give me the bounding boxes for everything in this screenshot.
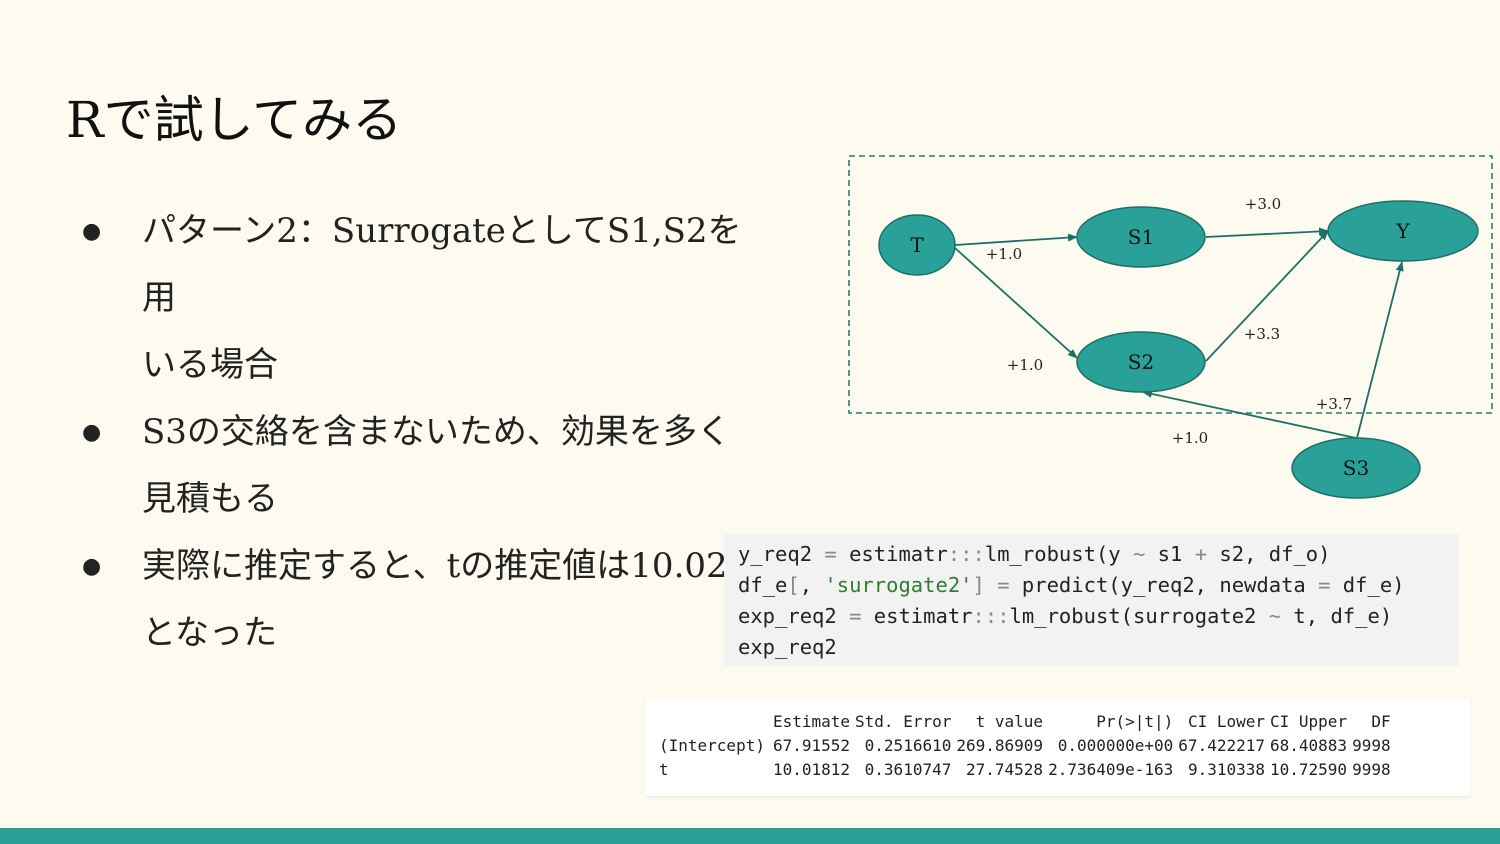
output-cell: 27.74528 bbox=[966, 760, 1044, 779]
node-s1-label: S1 bbox=[1128, 225, 1154, 249]
edge-label-t-s2: +1.0 bbox=[1007, 356, 1043, 374]
slide-title: Rで試してみる bbox=[66, 91, 403, 149]
node-t bbox=[878, 214, 956, 276]
output-row: (Intercept) 67.91552 0.2516610 269.86909… bbox=[659, 734, 1396, 758]
output-header: Pr(>|t|) bbox=[1096, 712, 1174, 731]
surrogate-box bbox=[848, 155, 1493, 414]
output-cell: 0.000000e+00 bbox=[1057, 736, 1174, 755]
bullet-item: ● パターン2：SurrogateとしてS1,S2を用 いる場合 bbox=[80, 198, 760, 399]
output-cell: 2.736409e-163 bbox=[1048, 760, 1174, 779]
node-t-label: T bbox=[910, 233, 924, 257]
output-cell: (Intercept) bbox=[659, 736, 765, 755]
bullet-item: ● S3の交絡を含まないため、効果を多く 見積もる bbox=[80, 399, 760, 533]
edge-s2-y bbox=[1205, 230, 1329, 362]
bullet-text-cont: となった bbox=[142, 613, 277, 653]
edge-label-s2-y: +3.3 bbox=[1244, 325, 1280, 343]
output-cell: 269.86909 bbox=[956, 736, 1044, 755]
causal-diagram: T S1 S2 Y S3 +1.0 +1.0 +3.0 +3.3 +3.7 +1… bbox=[848, 155, 1493, 499]
code-line: y_req2 = estimatr:::lm_robust(y ~ s1 + s… bbox=[738, 542, 1331, 566]
edge-label-s3-y: +3.7 bbox=[1316, 395, 1352, 413]
output-cell: 0.2516610 bbox=[864, 736, 952, 755]
output-cell: 67.422217 bbox=[1178, 736, 1265, 755]
output-header: DF bbox=[1371, 712, 1391, 731]
node-s3-label: S3 bbox=[1343, 456, 1369, 480]
output-cell: 0.3610747 bbox=[864, 760, 952, 779]
output-header: Std. Error bbox=[855, 712, 952, 731]
code-line: exp_req2 bbox=[738, 635, 837, 659]
output-header-row: Estimate Std. Error t value Pr(>|t|) CI … bbox=[659, 710, 1396, 734]
output-row: t 10.01812 0.3610747 27.74528 2.736409e-… bbox=[659, 758, 1396, 782]
output-cell: 9998 bbox=[1352, 760, 1391, 779]
node-y-label: Y bbox=[1395, 219, 1410, 243]
bullet-dot-icon: ● bbox=[82, 420, 102, 445]
code-block: y_req2 = estimatr:::lm_robust(y ~ s1 + s… bbox=[724, 534, 1459, 666]
node-s2-label: S2 bbox=[1128, 350, 1154, 374]
bullet-dot-icon: ● bbox=[82, 219, 102, 244]
output-cell: 10.01812 bbox=[772, 760, 851, 779]
output-table: Estimate Std. Error t value Pr(>|t|) CI … bbox=[659, 710, 1396, 782]
bullet-text: S3の交絡を含まないため、効果を多く bbox=[142, 412, 731, 452]
edge-t-s2 bbox=[954, 247, 1078, 359]
output-header: Estimate bbox=[772, 712, 851, 731]
output-header bbox=[659, 710, 773, 734]
edge-label-t-s1: +1.0 bbox=[986, 245, 1022, 263]
output-header: CI Upper bbox=[1270, 712, 1348, 731]
bullet-dot-icon: ● bbox=[82, 554, 102, 579]
code-line: exp_req2 = estimatr:::lm_robust(surrogat… bbox=[738, 604, 1393, 628]
bullet-text: 実際に推定すると、tの推定値は10.02 bbox=[142, 546, 728, 586]
edge-s1-y bbox=[1205, 227, 1329, 238]
bullet-text-cont: 見積もる bbox=[142, 479, 278, 519]
output-cell: 68.40883 bbox=[1270, 736, 1348, 755]
bullet-list: ● パターン2：SurrogateとしてS1,S2を用 いる場合 ● S3の交絡… bbox=[80, 198, 760, 667]
bullet-text-cont: いる場合 bbox=[142, 345, 278, 385]
node-s1 bbox=[1076, 206, 1206, 268]
bullet-text: パターン2：SurrogateとしてS1,S2を用 bbox=[142, 211, 742, 318]
node-s2 bbox=[1076, 331, 1206, 393]
edge-t-s1 bbox=[954, 233, 1078, 246]
output-cell: 67.91552 bbox=[772, 736, 851, 755]
bullet-item: ● 実際に推定すると、tの推定値は10.02 となった bbox=[80, 533, 760, 667]
output-cell: 9.310338 bbox=[1187, 760, 1265, 779]
output-cell: t bbox=[659, 760, 669, 779]
accent-footer-bar bbox=[0, 828, 1500, 844]
edge-label-s1-y: +3.0 bbox=[1245, 195, 1281, 213]
code-line: df_e[, 'surrogate2'] = predict(y_req2, n… bbox=[738, 573, 1405, 597]
output-header: t value bbox=[975, 712, 1044, 731]
edge-s3-y bbox=[1356, 261, 1404, 439]
output-cell: 9998 bbox=[1352, 736, 1391, 755]
node-y bbox=[1327, 200, 1479, 262]
regression-output: Estimate Std. Error t value Pr(>|t|) CI … bbox=[645, 700, 1470, 796]
output-header: CI Lower bbox=[1187, 712, 1265, 731]
output-cell: 10.72590 bbox=[1270, 760, 1348, 779]
edge-s3-s2 bbox=[1142, 389, 1357, 439]
node-s3 bbox=[1291, 437, 1421, 499]
edge-label-s3-s2: +1.0 bbox=[1172, 429, 1208, 447]
